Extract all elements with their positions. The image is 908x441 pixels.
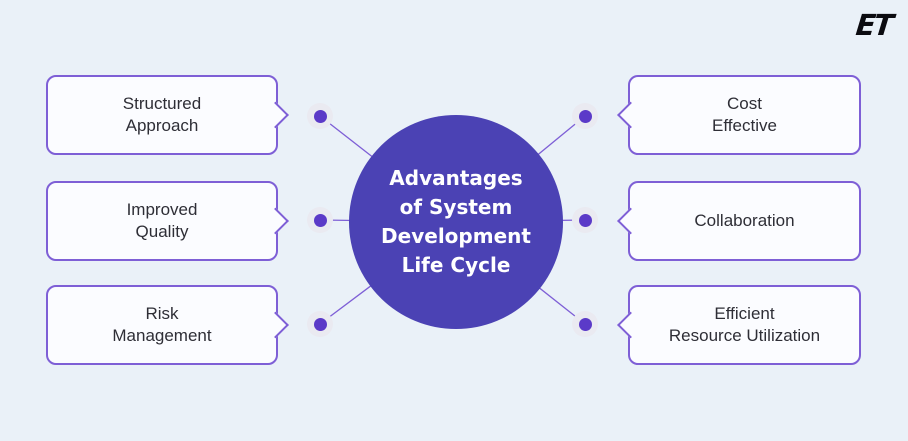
connector-node	[572, 103, 598, 129]
card-label: Structured Approach	[122, 94, 202, 135]
card-improved-quality: Improved Quality	[46, 181, 289, 261]
node-dot-icon	[578, 213, 592, 227]
connector-node	[572, 207, 598, 233]
diagram-title: Advantages of System Development Life Cy…	[381, 166, 531, 277]
node-dot-icon	[313, 317, 327, 331]
node-dot-icon	[313, 213, 327, 227]
connector-node	[307, 103, 333, 129]
card-label: Improved Quality	[126, 200, 198, 241]
connector-node	[307, 311, 333, 337]
card-risk-management: Risk Management	[46, 285, 289, 365]
card-collaboration: Collaboration	[617, 181, 861, 261]
card-structured-approach: Structured Approach	[46, 75, 289, 155]
connector-node	[307, 207, 333, 233]
card-efficient-resource-utilization: Efficient Resource Utilization	[617, 285, 861, 365]
center-circle: Advantages of System Development Life Cy…	[349, 115, 563, 329]
connector-node	[572, 311, 598, 337]
card-label: Efficient Resource Utilization	[668, 304, 821, 345]
node-dot-icon	[578, 317, 592, 331]
card-label: Risk Management	[112, 304, 212, 345]
node-dot-icon	[578, 109, 592, 123]
card-label: Cost Effective	[712, 94, 777, 135]
card-label: Collaboration	[694, 211, 795, 230]
card-cost-effective: Cost Effective	[617, 75, 861, 155]
node-dot-icon	[313, 109, 327, 123]
brand-logo: ET	[854, 8, 894, 42]
